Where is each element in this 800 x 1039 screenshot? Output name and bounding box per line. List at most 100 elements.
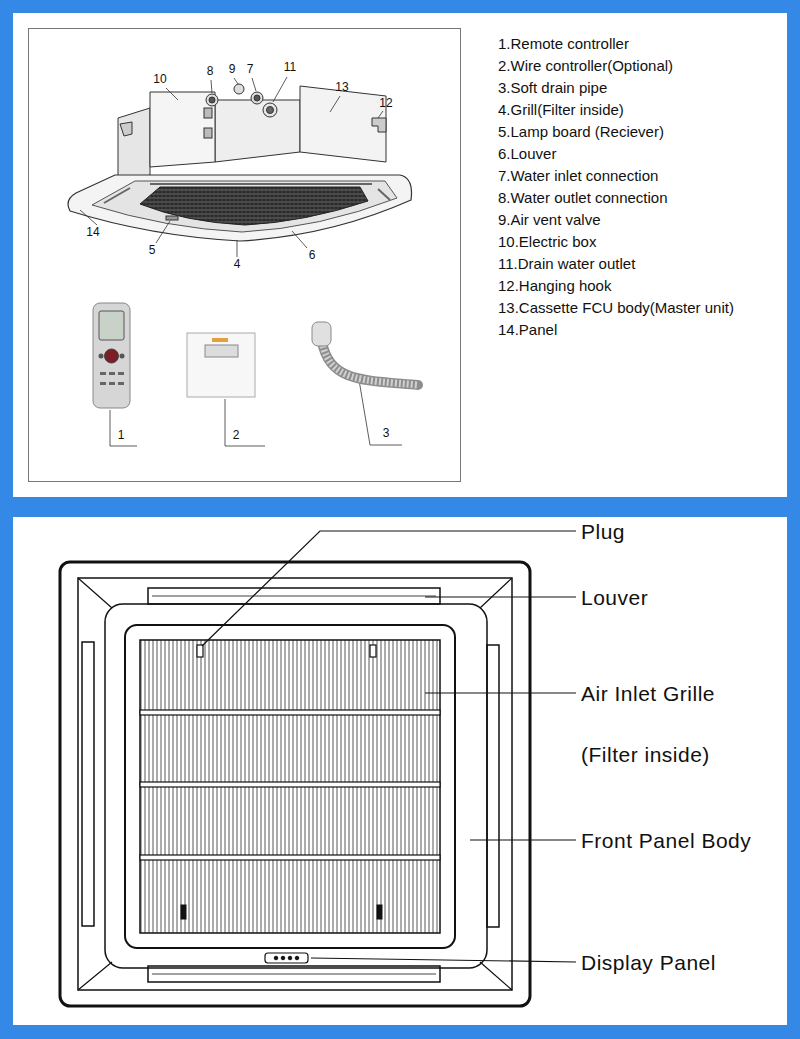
display-panel [265, 953, 308, 963]
louver [378, 189, 390, 200]
body-back [215, 100, 300, 162]
controller-logo [212, 338, 228, 342]
louver [150, 183, 372, 185]
grille-bar [140, 782, 440, 787]
leader-line [156, 221, 170, 243]
leader-line [110, 410, 137, 446]
panel-top-view [60, 562, 530, 1006]
water-inlet [251, 92, 263, 104]
callout-number: 3 [383, 427, 390, 441]
hose-cuff [312, 322, 331, 346]
callout-number: 4 [234, 258, 241, 272]
remote-button [109, 372, 115, 375]
indicator [295, 956, 299, 960]
remote-button [118, 382, 124, 385]
leader-line [225, 399, 265, 446]
remote-controller [93, 303, 130, 408]
callout-number: 12 [379, 97, 392, 111]
indicator [288, 956, 292, 960]
inner-frame [78, 578, 512, 990]
leader-line [211, 80, 212, 93]
leader-line [273, 77, 287, 102]
connector [204, 128, 212, 138]
callout-number: 6 [309, 249, 316, 263]
lamp-board [166, 216, 178, 220]
louver-blade [152, 974, 436, 975]
corner-line [78, 578, 512, 990]
leader-line [470, 839, 576, 840]
remote-button [109, 382, 115, 385]
remote-button [118, 372, 124, 375]
leader-lines [80, 77, 402, 446]
part-label: Plug [581, 520, 625, 544]
louver-slot [487, 645, 499, 927]
leader-line [202, 531, 576, 646]
grille-bar [140, 710, 440, 715]
callout-number: 1 [118, 429, 125, 443]
air-inlet-grille [140, 640, 440, 933]
remote-button [100, 382, 106, 385]
part-list-item: 2.Wire controller(Optional) [498, 57, 673, 74]
leader-line [425, 596, 576, 597]
grille-bar [140, 855, 440, 860]
pipe-bore [209, 97, 215, 103]
electric-box [150, 92, 215, 167]
connector [204, 108, 212, 118]
leader-line [237, 240, 238, 257]
part-list-item: 6.Louver [498, 145, 556, 162]
latch [181, 905, 186, 919]
part-label: Front Panel Body [581, 829, 751, 853]
plug [197, 645, 203, 657]
latch [377, 905, 382, 919]
leader-line [234, 78, 238, 84]
remote-button [120, 354, 125, 359]
plug [370, 645, 376, 657]
wire-controller [187, 333, 255, 397]
part-list-item: 1.Remote controller [498, 35, 629, 52]
louver-slot [148, 588, 440, 604]
controller-body [187, 333, 255, 397]
leader-line [425, 692, 576, 693]
leader-line [252, 78, 256, 91]
grill [140, 187, 368, 225]
remote-button [100, 372, 106, 375]
part-list-item: 8.Water outlet connection [498, 189, 668, 206]
leader-line [80, 210, 97, 225]
water-outlet [206, 94, 218, 106]
panel-frame [92, 181, 397, 232]
bottom-panel [13, 517, 787, 1025]
leader-line [311, 958, 576, 962]
callout-number: 8 [207, 65, 214, 79]
front-panel-body [105, 604, 487, 968]
indicator [274, 956, 278, 960]
part-list-item: 14.Panel [498, 321, 557, 338]
part-list-item: 4.Grill(Filter inside) [498, 101, 624, 118]
louver-blade [152, 596, 436, 597]
part-label: Display Panel [581, 951, 716, 975]
callout-number: 2 [233, 429, 240, 443]
leader-line [292, 231, 307, 248]
part-list-item: 5.Lamp board (Reciever) [498, 123, 664, 140]
hanging-hook [372, 118, 386, 132]
part-list-item: 12.Hanging hook [498, 277, 611, 294]
callout-number: 13 [335, 81, 348, 95]
drain-outlet [263, 103, 277, 117]
leader-lines [202, 531, 576, 962]
cassette-unit [68, 84, 412, 241]
remote-body [93, 303, 130, 408]
part-list-item: 3.Soft drain pipe [498, 79, 607, 96]
indicator [281, 956, 285, 960]
figure-frame [29, 29, 461, 482]
part-list-item: 9.Air vent valve [498, 211, 601, 228]
leader-line [330, 96, 340, 112]
soft-drain-pipe [312, 322, 418, 385]
part-label: Louver [581, 586, 648, 610]
hose [322, 342, 418, 385]
air-vent [234, 84, 244, 94]
remote-button [99, 354, 104, 359]
pipe-bore [254, 95, 260, 101]
part-list-item: 11.Drain water outlet [498, 255, 635, 272]
callout-number: 10 [153, 73, 166, 87]
